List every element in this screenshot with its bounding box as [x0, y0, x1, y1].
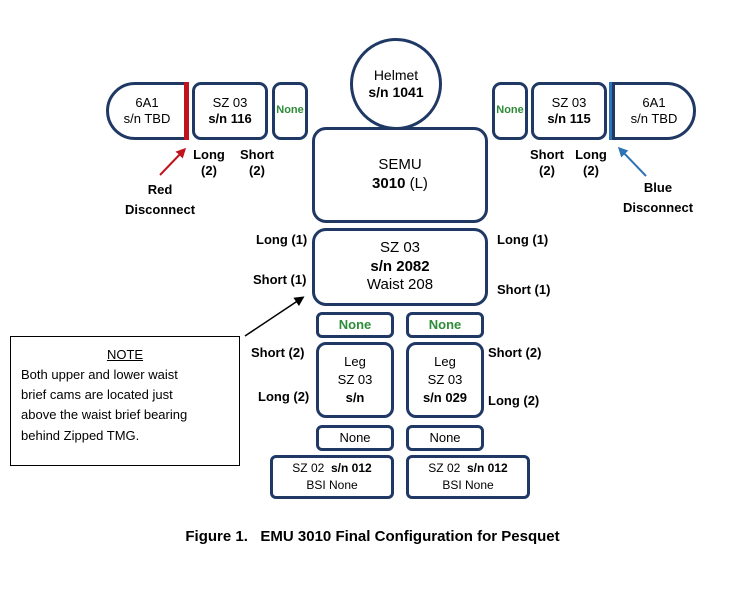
note-line: behind Zipped TMG. — [21, 427, 140, 443]
right-arm-sz-label: SZ 03 — [551, 94, 587, 110]
right-arm-sz-serial: s/n 115 — [547, 111, 591, 126]
note-box: NOTE Both upper and lower waist brief ca… — [10, 336, 240, 466]
right-leg-box: Leg SZ 03 s/n 029 — [406, 342, 484, 418]
left-boot-box: SZ 02 s/n 012 BSI None — [270, 455, 394, 499]
waist-right-short-label: Short (1) — [497, 282, 551, 297]
semu-number: 3010 — [372, 175, 406, 192]
note-line: Both upper and lower waist — [21, 367, 178, 383]
right-arm-short-label: Short(2) — [530, 147, 564, 178]
blue-disconnect-bar — [609, 82, 614, 140]
helmet-serial: s/n 1041 — [368, 84, 424, 100]
left-boot-serial: s/n 012 — [330, 460, 372, 475]
left-leg-sz-label: SZ 03 — [337, 371, 373, 387]
figure-caption: Figure 1. EMU 3010 Final Configuration f… — [185, 528, 560, 545]
red-disconnect-arrow — [159, 147, 187, 176]
left-leg-serial: s/n — [345, 390, 365, 406]
semu-suffix: (L) — [409, 175, 428, 192]
left-glove-serial: s/n TBD — [123, 111, 171, 126]
left-arm-sz-serial: s/n 116 — [208, 111, 252, 126]
left-boot-bsi: BSI None — [306, 478, 358, 492]
left-arm-short-label: Short(2) — [240, 147, 274, 178]
right-leg-top-none-label: None — [428, 316, 462, 332]
right-leg-short-label: Short (2) — [488, 345, 542, 360]
left-arm-none-label: None — [276, 104, 304, 117]
right-leg-serial: s/n 029 — [422, 390, 468, 406]
left-leg-short-label: Short (2) — [251, 345, 305, 360]
waist-box: SZ 03 s/n 2082 Waist 208 — [312, 228, 488, 306]
waist-sz-label: SZ 03 — [379, 238, 421, 256]
waist-left-short-label: Short (1) — [253, 272, 307, 287]
left-boot-sz: SZ 02 — [292, 460, 325, 475]
left-leg-bottom-none-box: None — [316, 425, 394, 451]
note-pointer-arrow — [244, 296, 305, 337]
waist-right-long-label: Long (1) — [497, 232, 549, 247]
right-arm-long-label: Long(2) — [575, 147, 607, 178]
waist-size: Waist 208 — [366, 276, 434, 294]
right-arm-sz-box: SZ 03 s/n 115 — [531, 82, 607, 140]
left-arm-sz-label: SZ 03 — [212, 94, 248, 110]
right-boot-serial: s/n 012 — [466, 460, 508, 475]
waist-serial: s/n 2082 — [370, 257, 430, 275]
left-arm-none-box: None — [272, 82, 308, 140]
note-line: above the waist brief bearing — [21, 407, 188, 423]
left-arm-sz-box: SZ 03 s/n 116 — [192, 82, 268, 140]
note-line: brief cams are located just — [21, 387, 173, 403]
right-boot-bsi: BSI None — [442, 478, 494, 492]
left-leg-top-none-box: None — [316, 312, 394, 338]
left-arm-long-label: Long(2) — [193, 147, 225, 178]
semu-box: SEMU 3010 (L) — [312, 127, 488, 223]
helmet-label: Helmet — [373, 66, 419, 83]
helmet-circle: Helmet s/n 1041 — [350, 38, 442, 130]
left-leg-top-none-label: None — [338, 316, 372, 332]
right-glove-label: 6A1 — [642, 94, 666, 110]
left-leg-label: Leg — [344, 353, 366, 369]
left-leg-bottom-none-label: None — [339, 429, 371, 445]
left-leg-long-label: Long (2) — [258, 389, 310, 404]
waist-left-long-label: Long (1) — [256, 232, 308, 247]
left-leg-box: Leg SZ 03 s/n — [316, 342, 394, 418]
left-glove: 6A1 s/n TBD — [106, 82, 188, 140]
right-arm-none-box: None — [492, 82, 528, 140]
right-leg-long-label: Long (2) — [488, 393, 540, 408]
blue-disconnect-arrow — [617, 146, 647, 177]
right-arm-none-label: None — [496, 104, 524, 117]
right-leg-label: Leg — [434, 353, 456, 369]
right-glove-serial: s/n TBD — [630, 111, 678, 126]
right-boot-sz: SZ 02 — [428, 460, 461, 475]
semu-label: SEMU — [378, 156, 422, 174]
right-leg-bottom-none-box: None — [406, 425, 484, 451]
left-glove-label: 6A1 — [135, 94, 159, 110]
note-title: NOTE — [106, 347, 144, 362]
right-leg-sz-label: SZ 03 — [427, 371, 463, 387]
right-leg-bottom-none-label: None — [429, 429, 461, 445]
right-boot-box: SZ 02 s/n 012 BSI None — [406, 455, 530, 499]
right-glove: 6A1 s/n TBD — [612, 82, 696, 140]
red-disconnect-bar — [184, 82, 189, 140]
right-leg-top-none-box: None — [406, 312, 484, 338]
